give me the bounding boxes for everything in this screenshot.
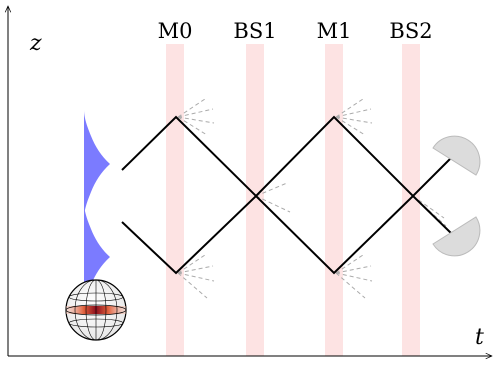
scatter-ray [177,272,215,282]
element-band-bs1 [246,44,264,356]
element-label-m0: M0 [158,19,193,43]
scatter-ray [335,272,366,299]
vertical-axis-label: z [29,31,42,56]
scatter-ray [335,116,373,124]
element-label-bs1: BS1 [233,19,276,43]
scatter-ray [255,195,291,213]
scatter-ray [335,272,373,282]
scatter-ray [177,116,215,124]
element-band-m1 [325,44,343,356]
scatter-ray [335,116,366,136]
bloch-sphere [65,279,127,341]
lower-beam-path [121,194,455,275]
scatter-ray [177,98,206,118]
scatter-ray [335,108,372,118]
element-band-bs2 [402,44,420,356]
scatter-ray [335,254,364,274]
scatter-ray [177,272,208,299]
lower-detector [432,216,481,257]
scatter-ray [412,195,445,219]
scatter-ray [177,116,208,136]
upper-detector [432,135,481,176]
scatter-ray [255,182,288,197]
scatter-ray [177,108,214,118]
element-label-m1: M1 [317,19,352,43]
horizontal-axis-label: t [475,325,484,350]
element-band-m0 [166,44,184,356]
scatter-ray [177,265,214,274]
beam-paths [121,115,455,275]
scatter-rays [177,98,447,299]
scatter-ray [335,265,372,274]
scatter-ray [177,254,206,274]
wavepacket-upper [84,110,110,218]
element-label-bs2: BS2 [389,19,432,43]
scatter-ray [335,98,364,118]
upper-beam-path [121,115,455,198]
